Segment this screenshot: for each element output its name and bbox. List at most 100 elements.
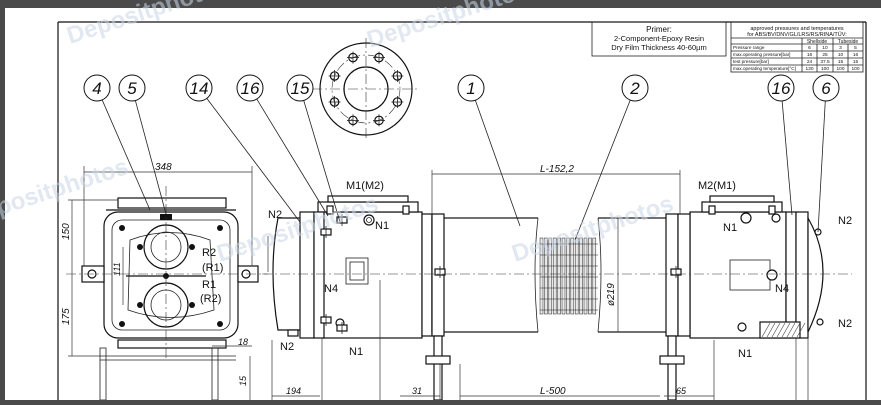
balloon-number: 4 [92, 79, 101, 98]
col-shellside: Shellside [807, 39, 828, 45]
fin-plate [592, 237, 597, 315]
balloon-leader [256, 98, 329, 217]
table-cell: 6 [808, 45, 811, 51]
dim-18: 18 [238, 337, 248, 347]
dim-31: 31 [412, 386, 422, 396]
fin-plate [552, 237, 557, 315]
table-row-label: test pressure[bar] [733, 59, 769, 64]
table-cell: 3 [839, 45, 842, 51]
balloon-number: 16 [241, 79, 260, 98]
table-cell: 25 [822, 52, 828, 58]
port-n4-left: N4 [324, 283, 338, 295]
dim-348: 348 [155, 162, 172, 173]
table-cell: 16 [853, 52, 859, 58]
dim-150: 150 [61, 223, 72, 240]
flange-bolt-holes [328, 51, 404, 127]
tube-fin-bundle [539, 237, 598, 315]
table-cell: 10 [838, 52, 844, 58]
label-r2-top: R2 [202, 247, 216, 259]
balloon-number: 16 [772, 79, 791, 98]
primer-line-1: Primer: [646, 25, 672, 34]
table-cell: 100 [836, 66, 844, 72]
balloon-circle [286, 74, 314, 102]
balloon-circle [621, 74, 649, 102]
hatch-line [786, 322, 796, 338]
dim-l-152: L-152,2 [540, 164, 574, 175]
table-cell: 37.5 [820, 59, 830, 65]
fin-plate [539, 237, 544, 315]
table-cell: 15 [838, 59, 844, 65]
balloon-leader [206, 98, 301, 223]
port-n2-left-bottom: N2 [280, 341, 294, 353]
primer-line-3: Dry Film Thickness 40-60µm [611, 43, 706, 52]
end-bolt [217, 225, 223, 231]
saddle-hatch [761, 322, 806, 338]
primer-line-2: 2-Component-Epoxy Resin [614, 34, 704, 43]
fin-plate [579, 237, 583, 315]
hatch-line [796, 322, 806, 338]
port-n2-left-top: N2 [268, 209, 282, 221]
end-bolt [137, 302, 143, 308]
port-n1-right-bottom: N1 [738, 348, 752, 360]
primer-note: Primer: 2-Component-Epoxy Resin Dry Film… [591, 21, 727, 57]
table-row-label: Pressure range [733, 45, 765, 50]
pressure-table: approved pressures and temperatures for … [730, 21, 864, 73]
port-n4-right: N4 [775, 283, 789, 295]
balloon-number: 6 [821, 79, 831, 98]
fin-plate [588, 237, 592, 315]
fin-plate [561, 237, 566, 315]
dim-111: 111 [112, 262, 122, 276]
dim-l-500: L-500 [540, 386, 566, 397]
table-cell: 100 [821, 66, 829, 72]
col-tubeside: Tubeside [838, 39, 859, 45]
table-title-1: approved pressures and temperatures [750, 26, 843, 32]
dim-15: 15 [238, 375, 248, 386]
balloon-number: 14 [190, 79, 209, 98]
port-n1-left-top: N1 [375, 220, 389, 232]
label-r1: R1 [202, 279, 216, 291]
label-r1-bracket: (R1) [202, 262, 223, 274]
balloon-leader [574, 99, 631, 241]
hatch-line [771, 322, 781, 338]
end-bolt [119, 225, 125, 231]
fin-plate [574, 237, 579, 315]
balloon-leader [101, 99, 151, 211]
end-bolt [217, 321, 223, 327]
port-n1-right-top: N1 [723, 222, 737, 234]
fin-plate [548, 237, 553, 315]
nozzle-bolt [402, 205, 410, 215]
dim-65: 65 [676, 386, 687, 396]
flange-top-view [312, 38, 420, 140]
table-title-2: for ABS/BV/DNV/GL/LRS/RS/RINA/TÜV: [747, 31, 847, 38]
balloon-circle [457, 74, 485, 102]
hatch-line [776, 322, 786, 338]
end-bolt [189, 244, 195, 250]
balloon-leader [781, 100, 793, 216]
port-n1-left-bottom: N1 [349, 346, 363, 358]
table-row-label: max.operating pressure[bar] [733, 52, 790, 57]
port-n2-right-bottom: N2 [838, 318, 852, 330]
dim-194: 194 [286, 386, 301, 396]
table-cell: 130 [805, 66, 813, 72]
table-cell: 100 [851, 66, 859, 72]
balloon-circle [118, 74, 146, 102]
hatch-line [761, 322, 771, 338]
balloon-number: 5 [127, 79, 137, 98]
balloon-leader [303, 100, 341, 223]
balloon-number: 1 [466, 79, 475, 98]
table-cell: 15 [853, 59, 859, 65]
hatch-line [781, 322, 791, 338]
table-cell: 24 [807, 59, 813, 65]
end-bolt [189, 302, 195, 308]
dim-diameter-219: ø219 [606, 283, 617, 306]
balloon-leader [135, 100, 167, 215]
fin-plate [557, 237, 561, 315]
fin-plate [544, 237, 548, 315]
nozzle-bolt [708, 205, 716, 215]
balloon-circle [236, 74, 264, 102]
balloon-leader [474, 100, 521, 227]
table-cell: 5 [854, 45, 857, 51]
